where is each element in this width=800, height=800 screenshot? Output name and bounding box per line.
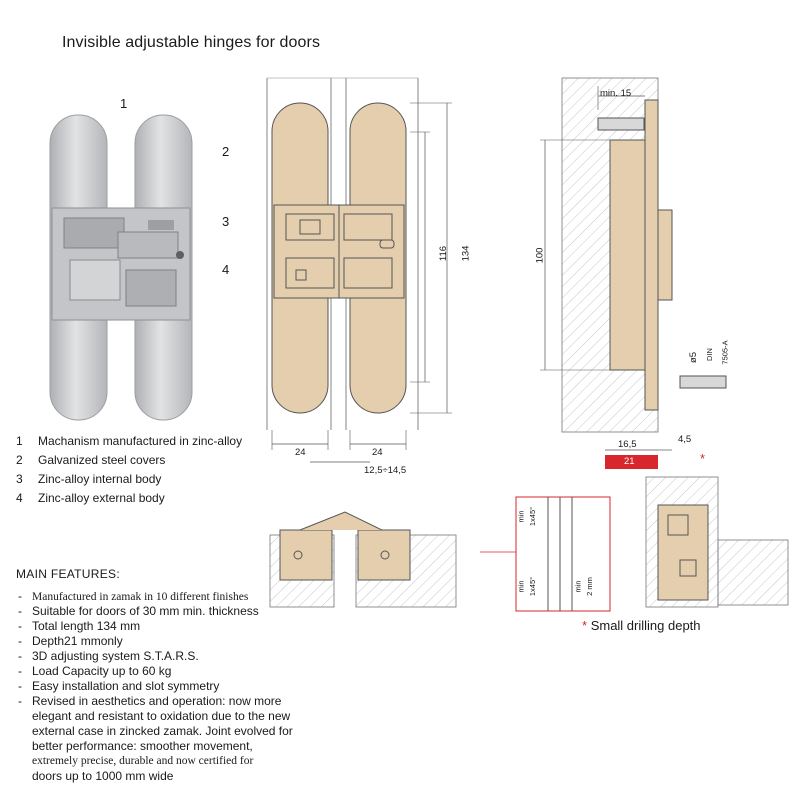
feature-item: -Load Capacity up to 60 kg	[18, 664, 172, 678]
asterisk-note: *	[582, 618, 588, 633]
dim-chamfer-2: 1x45°	[528, 576, 538, 597]
dim-min-1: min	[516, 510, 526, 523]
dim-4-5: 4,5	[678, 434, 692, 445]
front-view-drawing	[266, 77, 452, 463]
dim-din: DIN	[704, 348, 714, 361]
drilling-note-text: Small drilling depth	[590, 618, 701, 633]
feature-item: -Suitable for doors of 30 mm min. thickn…	[18, 604, 259, 618]
feature-continuation: better performance: smoother movement,	[32, 739, 253, 753]
hinge-open-section	[269, 511, 457, 608]
features-heading: MAIN FEATURES:	[16, 567, 120, 581]
feature-item: -Total length 134 mm	[18, 619, 141, 633]
dim-gap: 12,5÷14,5	[364, 465, 407, 476]
dim-min-2: min	[516, 580, 526, 593]
feature-item: -Manufactured in zamak in 10 different f…	[18, 589, 249, 603]
part-number-3: 3	[222, 214, 230, 229]
page-title: Invisible adjustable hinges for doors	[62, 34, 321, 51]
feature-continuation: doors up to 1000 mm wide	[32, 769, 174, 783]
drilling-note: * Small drilling depth	[582, 618, 701, 633]
feature-item: -Easy installation and slot symmetry	[18, 679, 220, 693]
feature-item: -3D adjusting system S.T.A.R.S.	[18, 649, 199, 663]
dim-21-badge: 21	[624, 456, 635, 467]
dim-134: 134	[460, 245, 472, 262]
dim-min-15: min. 15	[600, 88, 632, 99]
dim-24-right: 24	[372, 447, 383, 458]
part-number-1: 1	[120, 96, 128, 111]
gap-detail	[480, 496, 611, 612]
dim-24-left: 24	[295, 447, 306, 458]
part-number-2: 2	[222, 144, 230, 159]
hinge-photo	[49, 114, 193, 421]
dim-din-code: 7505-A	[720, 340, 730, 365]
dim-100: 100	[534, 247, 546, 264]
dim-116: 116	[438, 245, 450, 262]
part-number-4: 4	[222, 262, 230, 277]
feature-continuation: elegant and resistant to oxidation due t…	[32, 709, 291, 723]
feature-continuation: external case in zincked zamak. Joint ev…	[32, 724, 293, 738]
dim-phi5: ø5	[688, 351, 700, 364]
hinge-closed-section	[645, 476, 789, 608]
feature-item: -Depth21 mmonly	[18, 634, 123, 648]
dim-2mm: 2 mm	[584, 577, 594, 596]
dim-chamfer-1: 1x45°	[528, 506, 538, 527]
asterisk-marker: *	[700, 451, 706, 466]
feature-continuation: extremely precise, durable and now certi…	[32, 755, 254, 767]
side-section-drawing	[540, 77, 727, 469]
dim-16-5: 16,5	[618, 439, 637, 450]
feature-item: -Revised in aesthetics and operation: no…	[18, 694, 282, 708]
dim-min-3: min	[573, 580, 583, 593]
